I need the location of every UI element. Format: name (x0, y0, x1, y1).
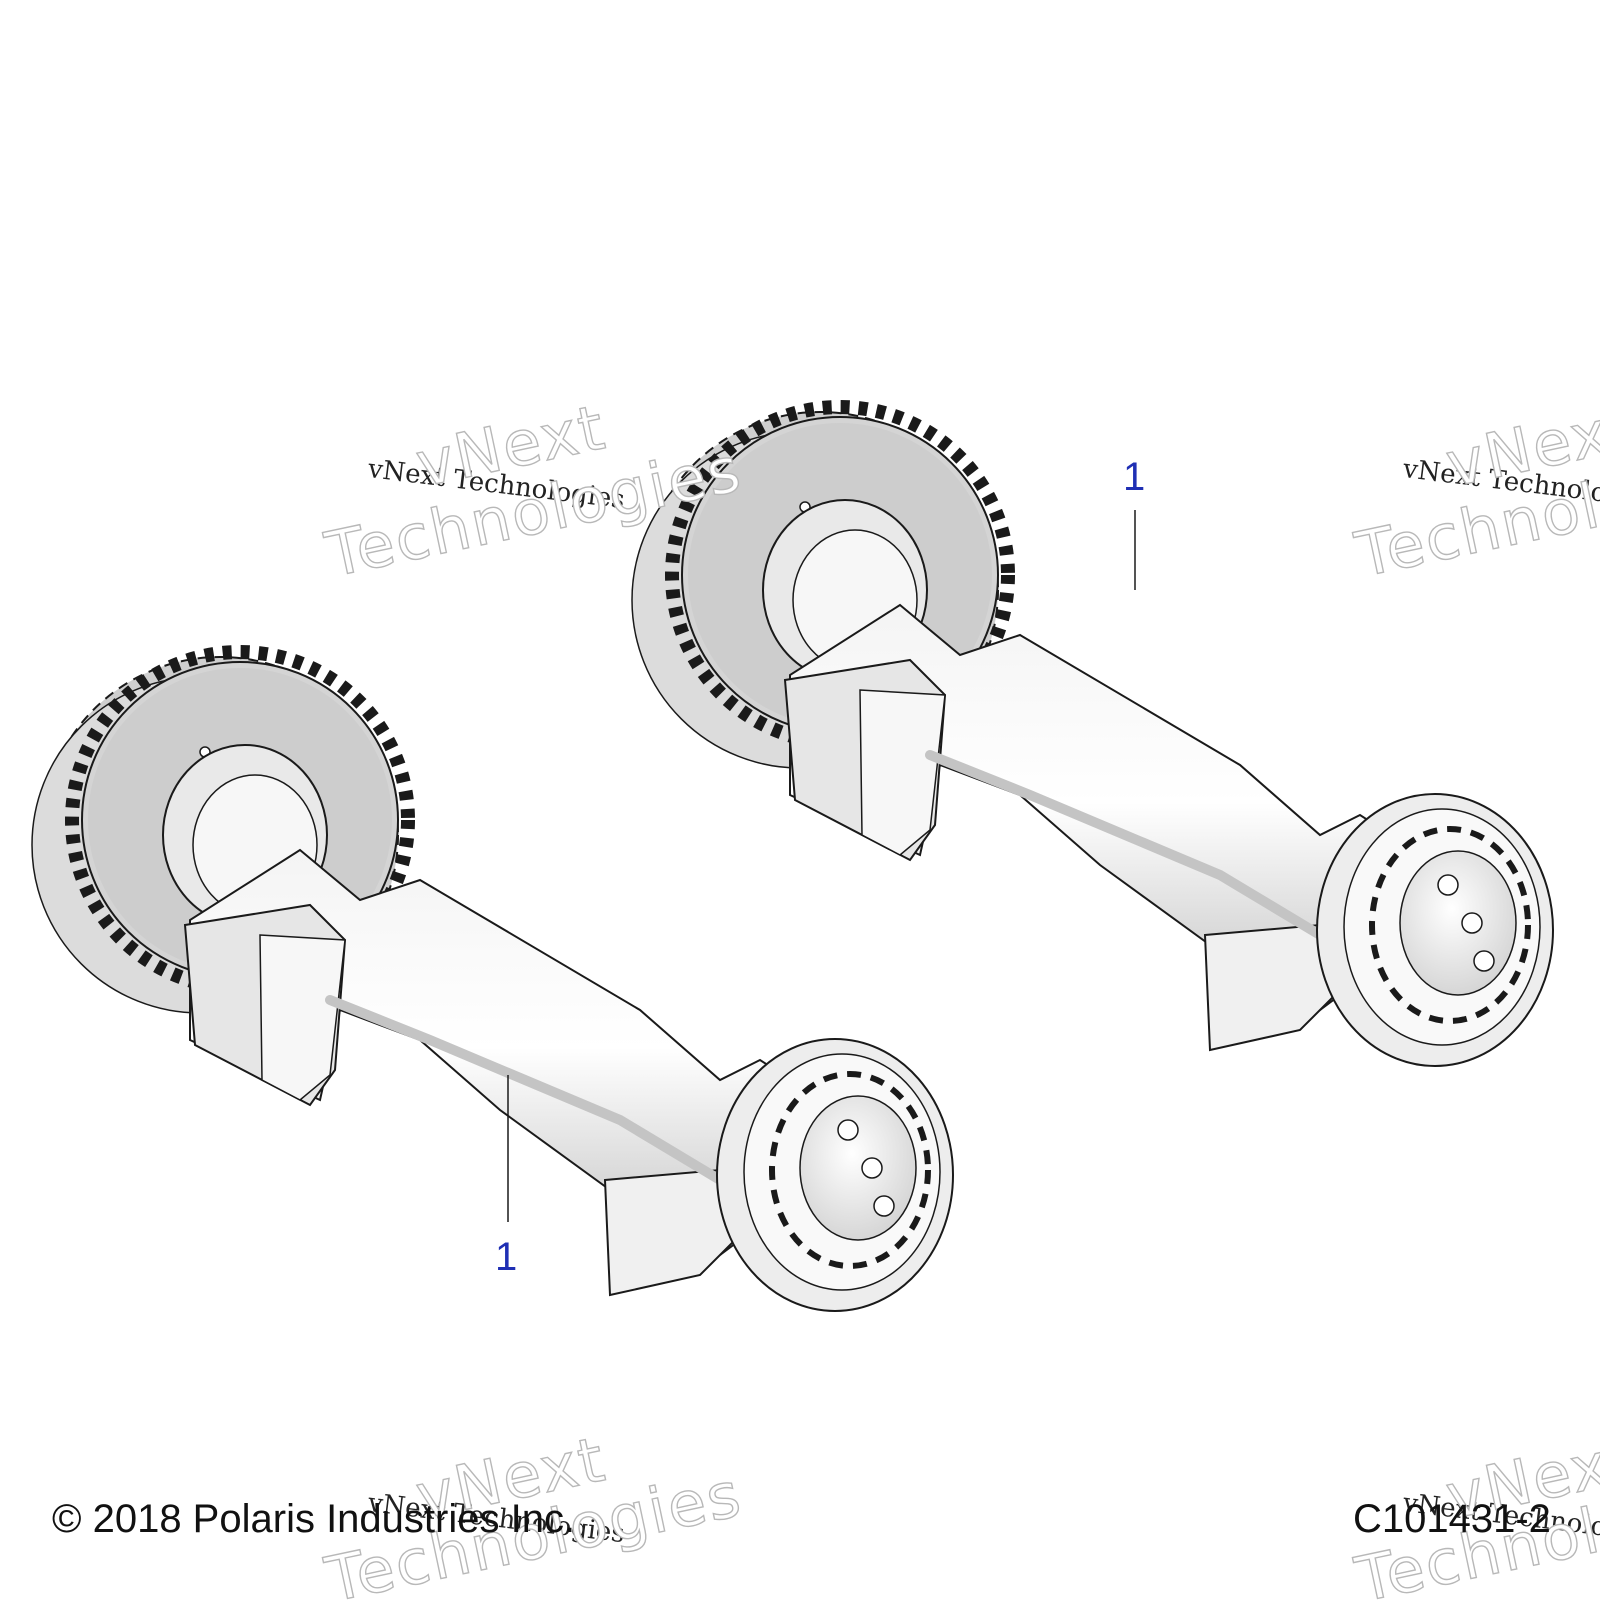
callout-1-lower: 1 (495, 1235, 518, 1279)
callout-1-upper: 1 (1123, 455, 1146, 499)
copyright-notice: © 2018 Polaris Industries Inc. (52, 1497, 576, 1541)
figure-id: C101431-2 (1353, 1497, 1551, 1541)
